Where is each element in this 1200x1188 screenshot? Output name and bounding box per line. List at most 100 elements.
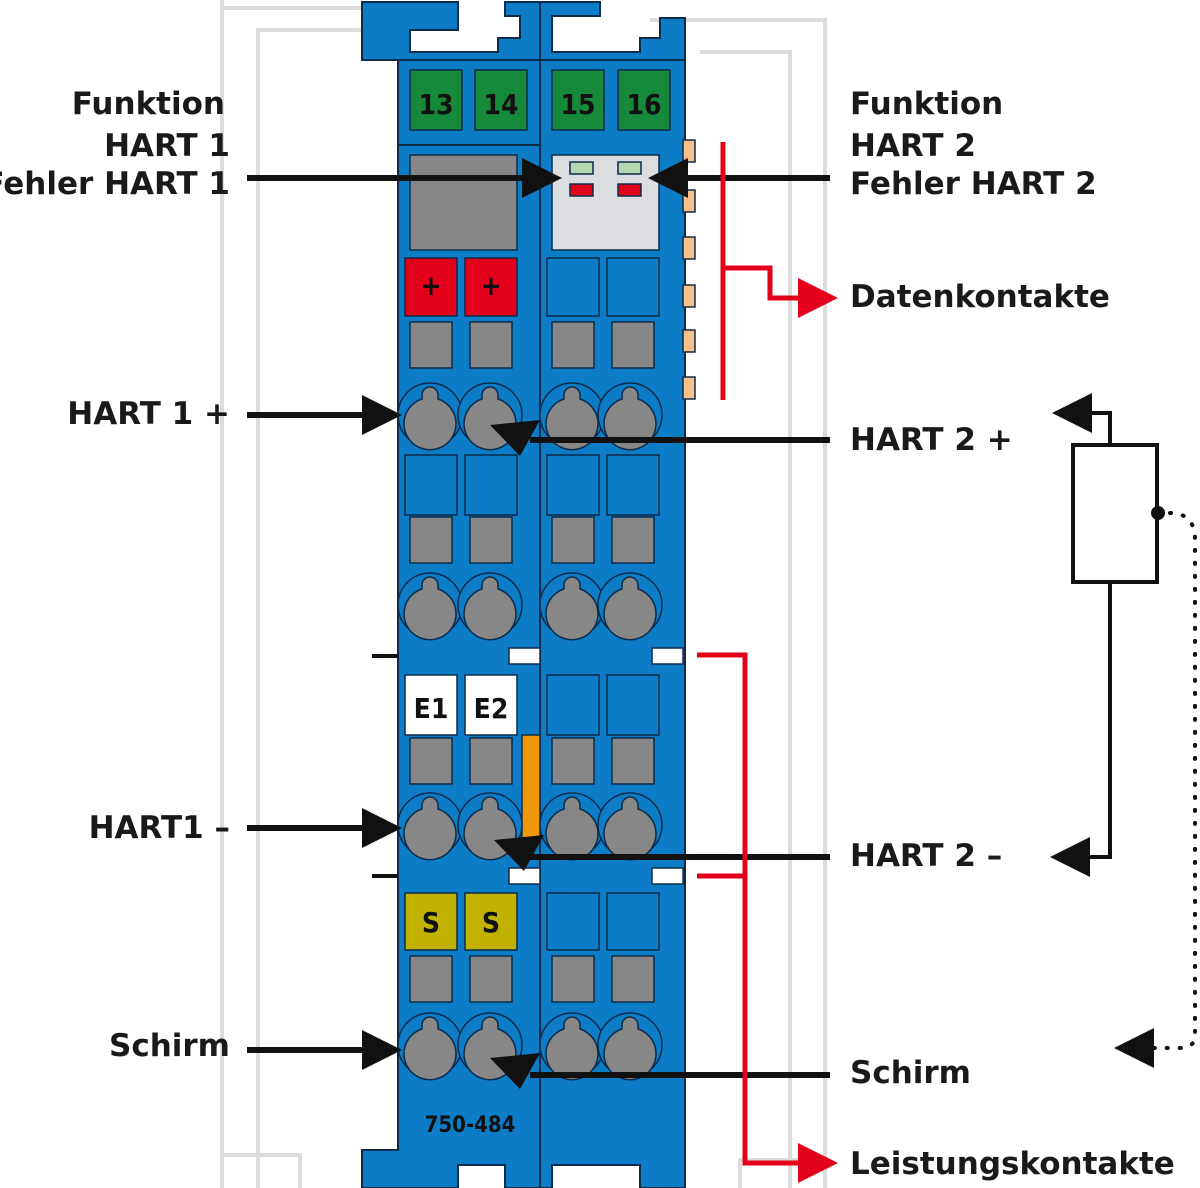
transmitter-lead-minus [1085,582,1112,859]
wire-release-slot [469,321,513,369]
plus-marker [464,257,518,317]
wire-release-slot [409,321,453,369]
power-contact-slot [651,867,684,885]
cage-clamp-terminal[interactable] [603,1016,657,1081]
marker-slot [546,892,600,951]
label-hart1-minus: HART1 – [89,810,230,846]
label-hart2-plus: HART 2 + [850,422,1013,458]
cage-clamp-terminal[interactable] [603,796,657,861]
cage-clamp-terminal[interactable] [545,386,599,451]
label-hart2-minus: HART 2 – [850,838,1002,874]
transmitter-symbol [1071,443,1159,584]
cage-clamp-terminal[interactable] [403,1016,457,1081]
status-window-blank [409,154,518,251]
marker-slot [606,454,660,516]
cage-clamp-terminal[interactable] [545,796,599,861]
shield-marker [464,892,518,951]
plus-marker [404,257,458,317]
marker-slot [606,892,660,951]
cage-clamp-terminal[interactable] [603,576,657,641]
cage-clamp-terminal[interactable] [403,576,457,641]
wire-release-slot [551,321,595,369]
cage-clamp-terminal[interactable] [403,796,457,861]
wire-release-slot [409,955,453,1003]
shield-dotted-line [1148,511,1197,1050]
label-hart2: HART 2 [850,128,976,164]
wire-release-slot [469,955,513,1003]
marker-slot [606,674,660,736]
arrowhead [362,808,402,848]
marker-slot [546,257,600,317]
datenkontakte-bracket [720,142,800,400]
din-rail-right [650,18,827,1188]
label-fehler-hart1: Fehler HART 1 [0,166,230,202]
arrowhead-red [798,278,838,318]
arrowhead [490,420,540,456]
arrowhead [522,158,562,198]
label-schirm-left: Schirm [109,1028,230,1064]
arrowhead [1052,393,1092,433]
arrowhead [648,158,688,198]
error-led [617,183,642,197]
wire-release-slot [551,516,595,564]
label-funktion-hart1: Funktion [72,86,225,122]
terminal-marker-15 [551,69,605,131]
terminal-number: 13 [418,88,453,121]
wire-release-slot [469,737,513,785]
label-datenkontakte: Datenkontakte [850,279,1110,315]
wire-release-slot [409,737,453,785]
wire-release-slot [551,737,595,785]
fuse-indicator [521,734,541,843]
marker-slot [404,454,458,516]
label-leistungskontakte: Leistungskontakte [850,1146,1175,1182]
label-funktion-hart2: Funktion [850,86,1003,122]
marker-slot [546,454,600,516]
label-hart1-plus: HART 1 + [67,396,230,432]
wire-release-slot [611,955,655,1003]
wire-release-slot [409,516,453,564]
input-marker [464,674,518,736]
arrowhead [1050,837,1090,877]
data-contact [682,139,696,163]
cage-clamp-terminal[interactable] [403,386,457,451]
wire-release-slot [611,516,655,564]
marker-slot [546,674,600,736]
terminal-marker-16 [617,69,671,131]
cage-clamp-terminal[interactable] [545,1016,599,1081]
wire-release-slot [611,737,655,785]
wire-release-slot [551,955,595,1003]
arrowhead [362,395,402,435]
data-contact [682,236,696,260]
input-label-e1: E1 [414,692,449,725]
data-contact [682,329,696,353]
marker-slot [606,257,660,317]
label-schirm-right: Schirm [850,1055,971,1091]
terminal-number: 14 [483,88,518,121]
shield-label: S [422,906,440,939]
shield-marker [404,892,458,951]
leistungskontakte-bracket [697,652,800,1166]
din-rail-left [220,0,380,1188]
terminal-number: 15 [560,88,595,121]
cage-clamp-terminal[interactable] [463,576,517,641]
terminal-marker-14 [474,69,528,131]
terminal-number: 16 [626,88,661,121]
marker-slot [464,454,518,516]
arrowhead [1114,1028,1154,1068]
input-marker [404,674,458,736]
error-led [569,183,594,197]
cage-clamp-terminal[interactable] [603,386,657,451]
transmitter-lead-plus [1085,411,1112,445]
power-jumper-slot [508,867,541,885]
status-led-window [551,154,660,251]
cage-clamp-terminal[interactable] [545,576,599,641]
label-fehler-hart2: Fehler HART 2 [850,166,1097,202]
label-hart1: HART 1 [104,128,230,164]
arrowhead-red [798,1143,838,1183]
arrowhead [490,1053,540,1089]
data-contact [682,284,696,308]
wire-release-slot [611,321,655,369]
wire-release-slot [469,516,513,564]
plus-sign: + [420,269,441,302]
